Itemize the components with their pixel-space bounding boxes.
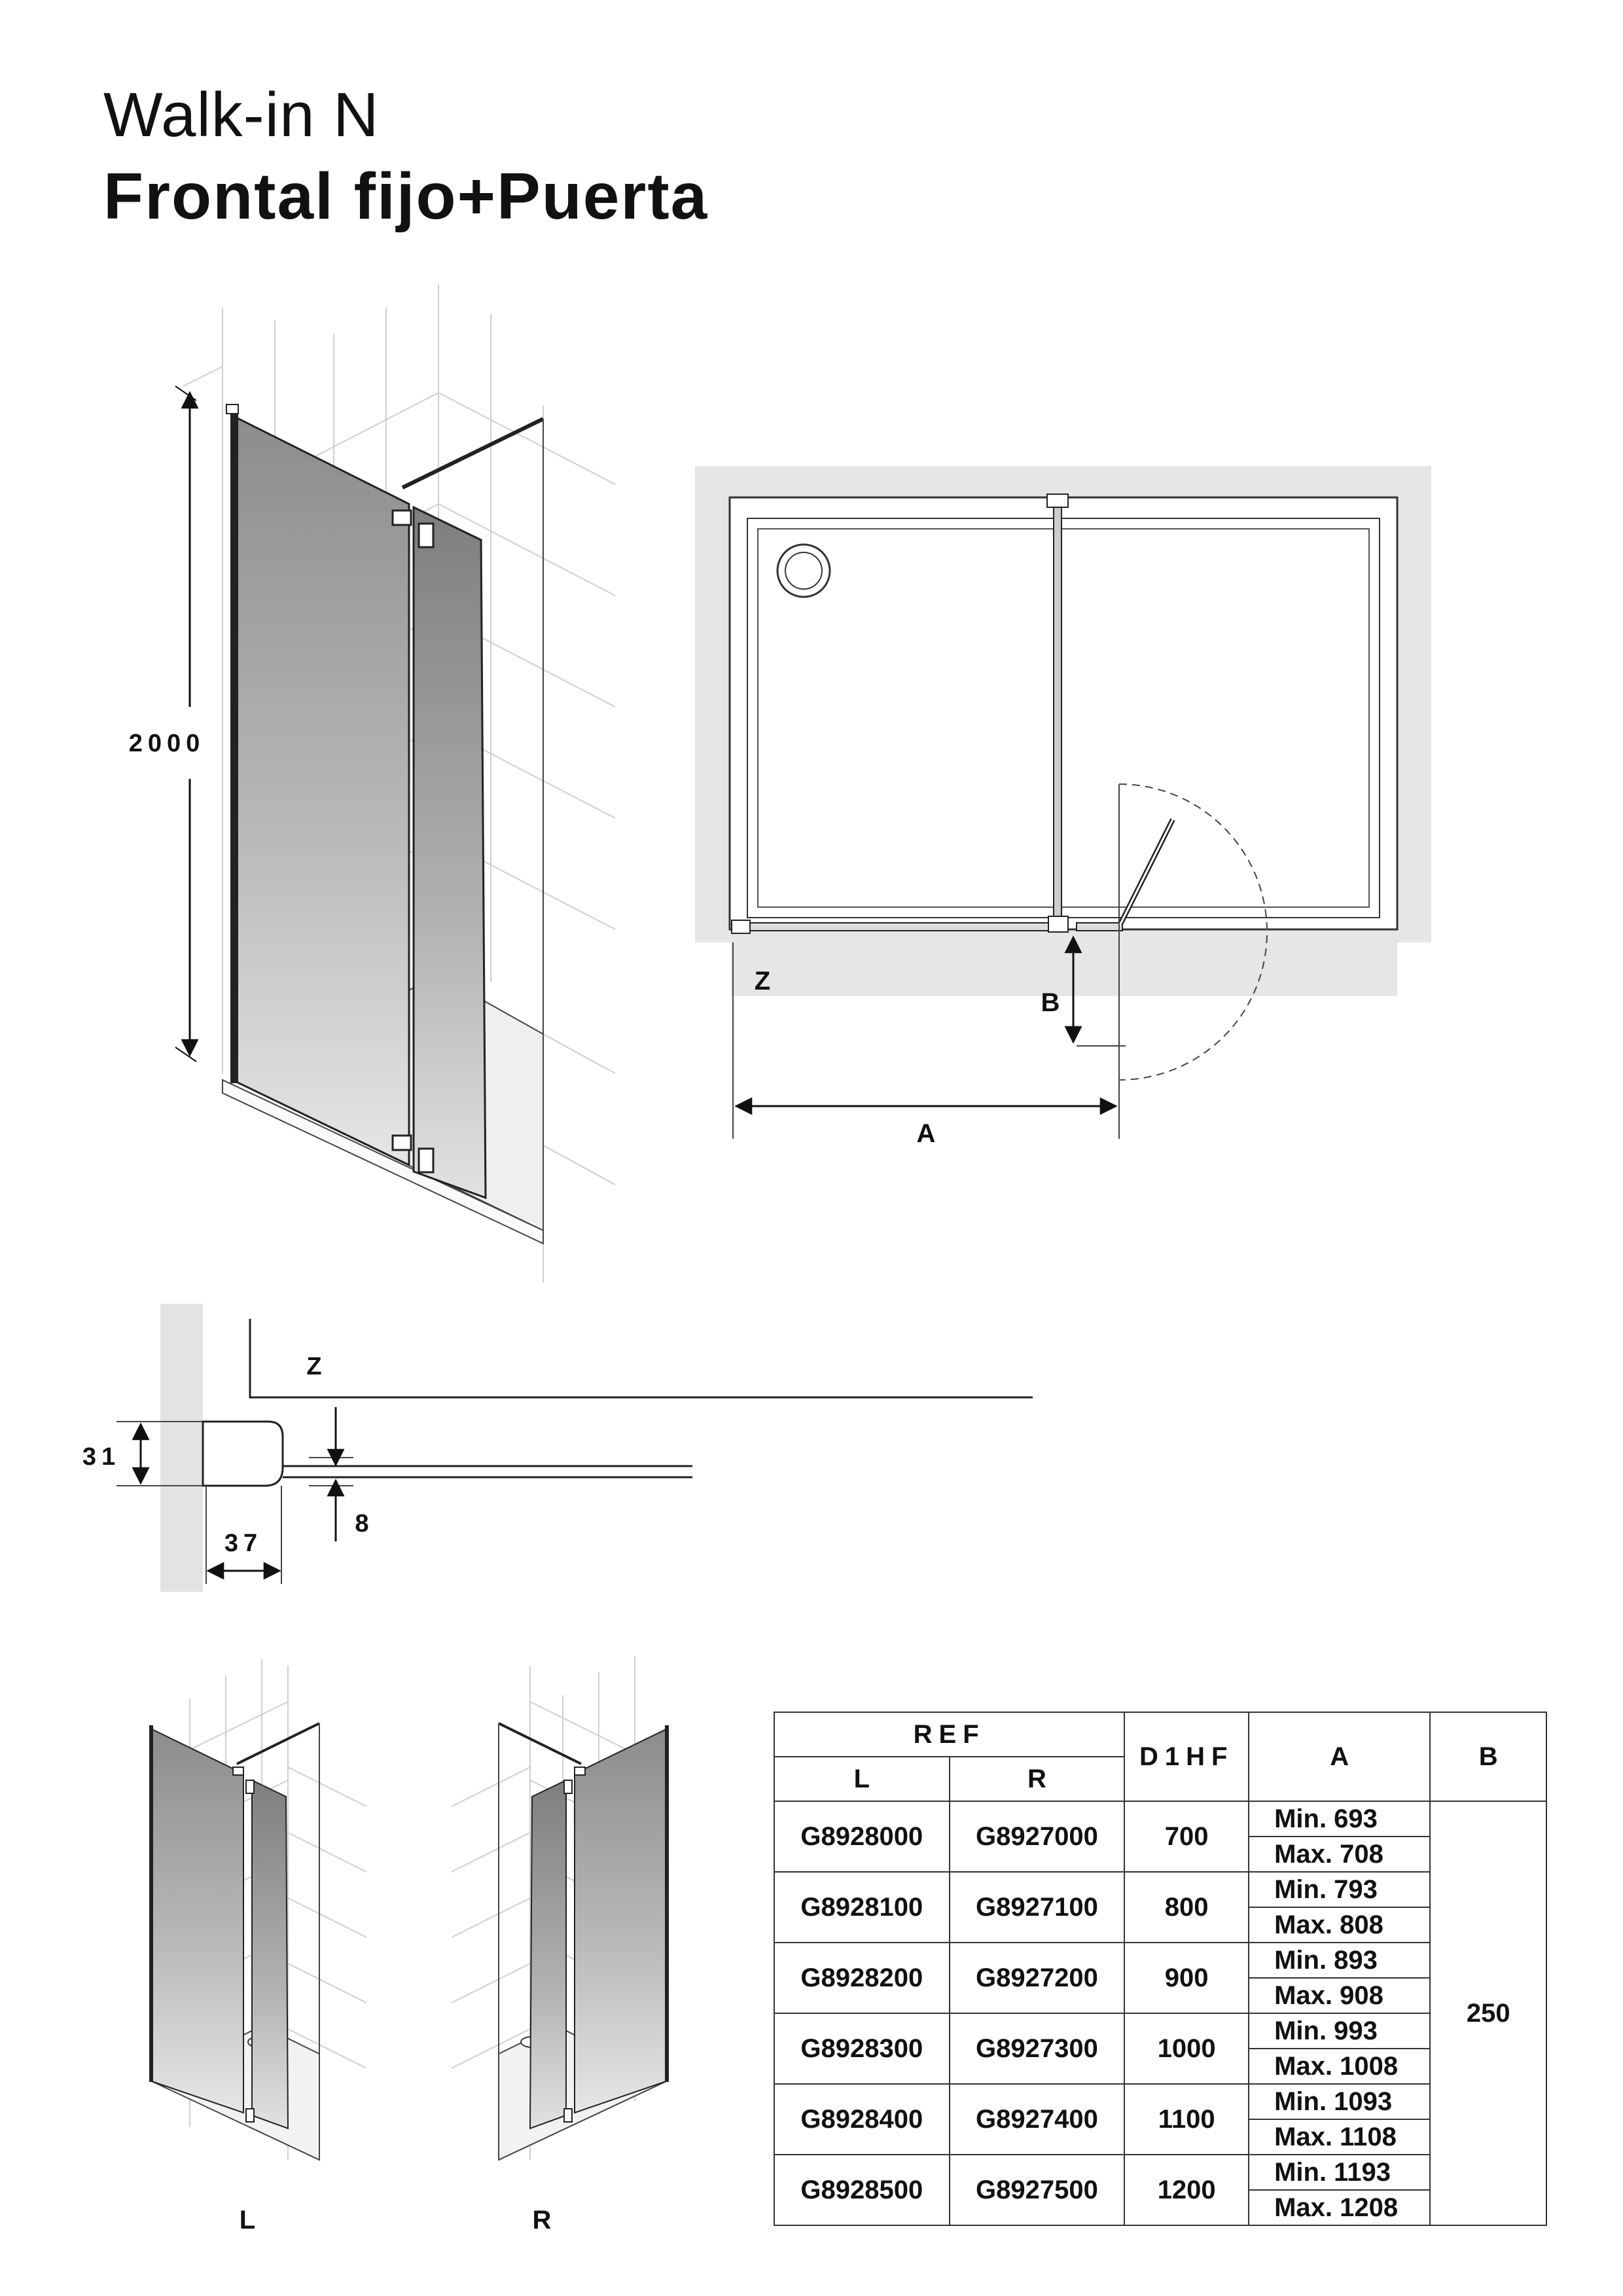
ref-right-cell: G8927300 (948, 2013, 1126, 2085)
header-l: L (774, 1756, 950, 1802)
profile-detail: Z 8 31 37 (82, 1304, 1033, 1592)
variant-right-drawing (451, 1656, 669, 2161)
variant-left-drawing (149, 1659, 367, 2161)
a-min-cell: Min. 1193 (1248, 2154, 1431, 2191)
a-max-cell: Max. 1008 (1248, 2048, 1431, 2085)
ref-left-cell: G8928400 (774, 2083, 950, 2155)
height-dimension-label: 2000 (129, 730, 205, 757)
a-max-cell: Max. 908 (1248, 1977, 1431, 2014)
model-title: Walk-in N (103, 80, 380, 150)
detail-z-label: Z (306, 1353, 321, 1380)
dimension-a-label: A (917, 1119, 936, 1148)
a-max-cell: Max. 1108 (1248, 2119, 1431, 2155)
d1hf-cell: 1200 (1124, 2154, 1250, 2226)
dimension-b-label: B (1041, 988, 1060, 1017)
d1hf-cell: 700 (1124, 1801, 1250, 1873)
a-min-cell: Min. 993 (1248, 2013, 1431, 2049)
plan-view: A B Z (695, 466, 1431, 1148)
header-r: R (948, 1756, 1126, 1802)
ref-left-cell: G8928300 (774, 2013, 950, 2085)
configuration-title: Frontal fijo+Puerta (103, 160, 709, 233)
a-max-cell: Max. 808 (1248, 1907, 1431, 1943)
ref-right-cell: G8927500 (948, 2154, 1126, 2226)
profile-height-label: 31 (82, 1443, 120, 1471)
header-ref: REF (773, 1712, 1126, 1757)
gap-dimension-label: 8 (355, 1510, 368, 1537)
a-min-cell: Min. 693 (1248, 1801, 1431, 1837)
a-max-cell: Max. 1208 (1248, 2189, 1431, 2226)
profile-width-label: 37 (224, 1530, 262, 1557)
variant-left-label: L (240, 2206, 255, 2234)
table-row: Max. 1108 (774, 2119, 1546, 2155)
header-a: A (1248, 1712, 1431, 1802)
variant-right-label: R (533, 2206, 552, 2234)
ref-right-cell: G8927400 (948, 2083, 1126, 2155)
a-min-cell: Min. 793 (1248, 1871, 1431, 1908)
d1hf-cell: 800 (1124, 1871, 1250, 1943)
ref-right-cell: G8927200 (948, 1942, 1126, 2014)
d1hf-cell: 1000 (1124, 2013, 1250, 2085)
a-min-cell: Min. 1093 (1248, 2083, 1431, 2120)
isometric-view: 2000 (129, 285, 616, 1283)
ref-right-cell: G8927000 (948, 1801, 1126, 1873)
header-b: B (1429, 1712, 1547, 1802)
a-max-cell: Max. 708 (1248, 1836, 1431, 1873)
d1hf-cell: 900 (1124, 1942, 1250, 2014)
ref-left-cell: G8928200 (774, 1942, 950, 2014)
table-row: Max. 1008 (774, 2048, 1546, 2085)
ref-right-cell: G8927100 (948, 1871, 1126, 1943)
ref-left-cell: G8928000 (774, 1801, 950, 1873)
b-value-cell: 250 (1429, 1801, 1547, 2226)
d1hf-cell: 1100 (1124, 2083, 1250, 2155)
a-min-cell: Min. 893 (1248, 1942, 1431, 1979)
table-row: Max. 808 (774, 1907, 1546, 1943)
ref-left-cell: G8928100 (774, 1871, 950, 1943)
table-row: Max. 1208 (774, 2189, 1546, 2226)
table-row: Max. 908 (774, 1977, 1546, 2014)
header-d1hf: D1HF (1124, 1712, 1250, 1802)
dimension-z-label: Z (755, 967, 770, 996)
ref-left-cell: G8928500 (774, 2154, 950, 2226)
table-row: Max. 708 (774, 1836, 1546, 1873)
